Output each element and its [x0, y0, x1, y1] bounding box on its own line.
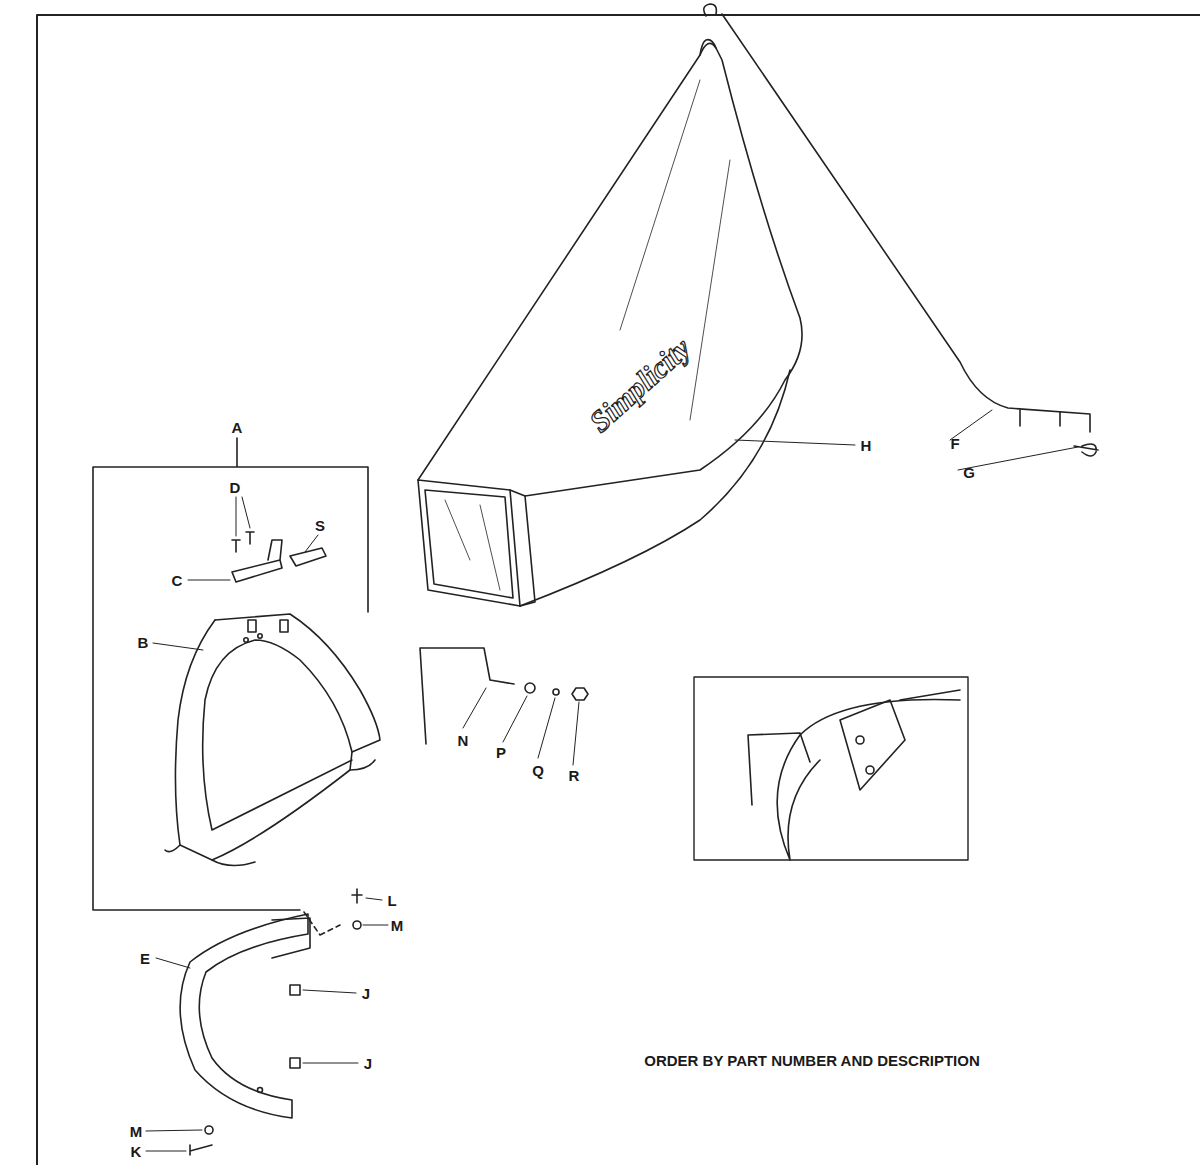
callout-letter: M: [391, 918, 404, 933]
callout-letter: E: [140, 951, 150, 966]
note-text: ORDER BY PART NUMBER AND DESCRIPTION: [644, 1053, 980, 1068]
callout-letter: J: [362, 986, 370, 1001]
callout-letter: M: [130, 1124, 143, 1139]
callout-letter: B: [138, 635, 149, 650]
callout-letter: N: [458, 733, 469, 748]
callout-letter: S: [315, 518, 325, 533]
callout-letter: A: [232, 420, 243, 435]
callout-letter: G: [963, 465, 975, 480]
callout-letter: L: [387, 893, 396, 908]
callout-letter: R: [569, 768, 580, 783]
callout-letter: H: [861, 438, 872, 453]
callout-letter: J: [364, 1056, 372, 1071]
callout-letter: C: [172, 573, 183, 588]
callout-letter: K: [131, 1144, 142, 1159]
callout-letter: D: [230, 480, 241, 495]
callout-letter: P: [496, 745, 506, 760]
callout-letter: F: [950, 436, 959, 451]
callout-letter: Q: [532, 763, 544, 778]
